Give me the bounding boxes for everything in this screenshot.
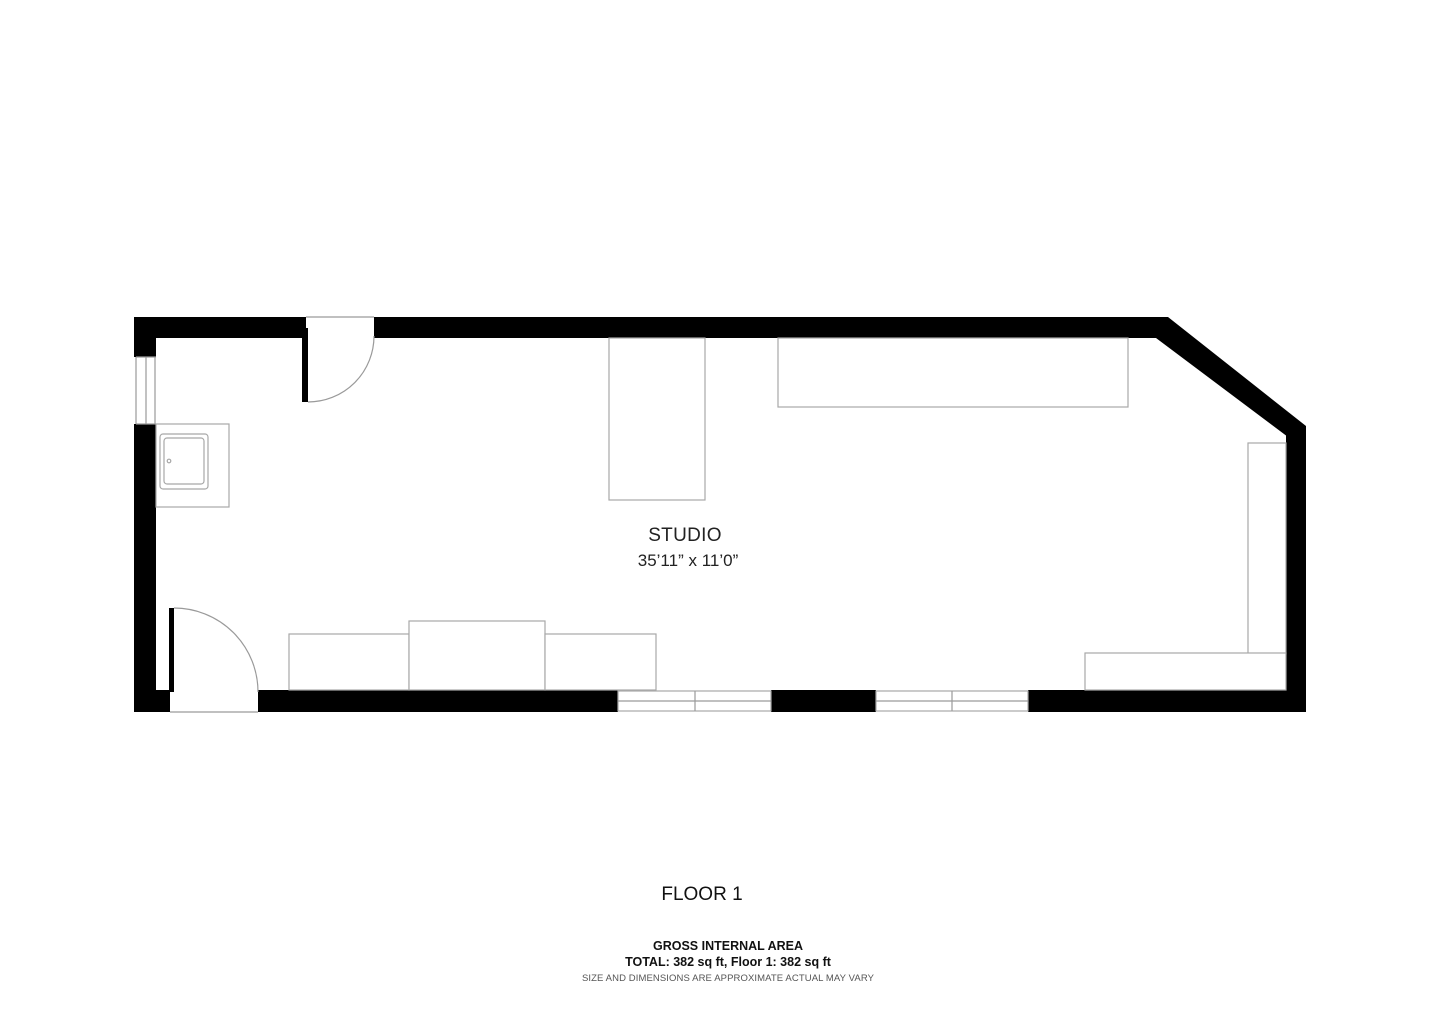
wall-left-bottom	[134, 690, 170, 712]
room-dimensions: 35’11” x 11’0”	[638, 551, 739, 570]
wall-bottom-2	[771, 690, 876, 712]
window-left	[135, 356, 156, 425]
top-counter	[777, 337, 1129, 408]
door-jamb-top	[302, 328, 308, 402]
windows	[135, 356, 1029, 712]
room-name: STUDIO	[648, 525, 722, 546]
central-table	[608, 337, 706, 501]
fixtures	[155, 337, 1287, 691]
bottom-counter-2	[408, 620, 546, 691]
sink-drain	[166, 458, 172, 464]
bottom-counter-3	[544, 633, 657, 691]
area-title: GROSS INTERNAL AREA	[652, 939, 803, 953]
wall-right	[1286, 426, 1306, 712]
area-summary: GROSS INTERNAL AREA TOTAL: 382 sq ft, Fl…	[0, 938, 1440, 988]
area-total: TOTAL: 382 sq ft, Floor 1: 382 sq ft	[625, 955, 831, 969]
wall-bottom-1	[258, 690, 618, 712]
sink-basin-inner	[163, 437, 205, 485]
wall-bottom-3	[1028, 690, 1306, 712]
window-bottom-1	[617, 690, 772, 712]
area-note: SIZE AND DIMENSIONS ARE APPROXIMATE ACTU…	[581, 973, 875, 984]
wall-left-upper	[134, 317, 156, 357]
bottom-counter-1	[288, 633, 410, 691]
right-shelf	[1247, 442, 1287, 655]
wall-top-main	[374, 317, 1168, 338]
floor-label: FLOOR 1	[661, 884, 743, 905]
doors	[169, 316, 375, 713]
door-top	[306, 316, 375, 403]
walls	[134, 317, 1306, 712]
window-bottom-2	[875, 690, 1029, 712]
wall-left-middle	[134, 424, 156, 690]
wall-top-left	[134, 317, 306, 338]
door-bottom-left	[169, 607, 259, 713]
wall-angled-corner	[1156, 317, 1306, 448]
bottom-right-counter	[1084, 652, 1287, 691]
